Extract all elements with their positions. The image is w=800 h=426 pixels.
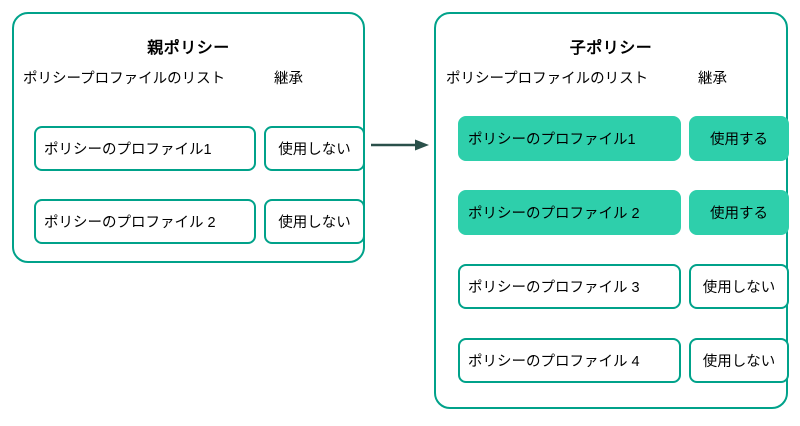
child-policy-title: 子ポリシー — [569, 40, 653, 57]
inheritance-arrow-icon — [371, 139, 429, 151]
inheritance-chip[interactable]: 使用する — [689, 190, 789, 235]
profile-chip[interactable]: ポリシーのプロファイル 2 — [458, 190, 681, 235]
table-row: ポリシーのプロファイル 2 使用しない — [14, 199, 365, 244]
column-header-inheritance: 継承 — [698, 71, 727, 87]
profile-chip[interactable]: ポリシーのプロファイル1 — [458, 116, 681, 161]
column-header-inheritance: 継承 — [274, 71, 303, 87]
inheritance-chip[interactable]: 使用しない — [264, 199, 365, 244]
table-row: ポリシーのプロファイル1 使用しない — [14, 126, 365, 171]
column-header-profile-list: ポリシープロファイルのリスト — [23, 71, 226, 87]
profile-chip[interactable]: ポリシーのプロファイル 3 — [458, 264, 681, 309]
inheritance-chip[interactable]: 使用しない — [264, 126, 365, 171]
parent-policy-title: 親ポリシー — [147, 40, 230, 57]
table-row: ポリシーのプロファイル1 使用する — [436, 116, 789, 161]
parent-column-headers: ポリシープロファイルのリスト 継承 — [14, 68, 363, 90]
inheritance-chip[interactable]: 使用しない — [689, 338, 789, 383]
child-column-headers: ポリシープロファイルのリスト 継承 — [436, 68, 786, 90]
inheritance-chip[interactable]: 使用する — [689, 116, 789, 161]
profile-chip[interactable]: ポリシーのプロファイル 2 — [34, 199, 256, 244]
profile-chip[interactable]: ポリシーのプロファイル 4 — [458, 338, 681, 383]
table-row: ポリシーのプロファイル 3 使用しない — [436, 264, 789, 309]
profile-chip[interactable]: ポリシーのプロファイル1 — [34, 126, 256, 171]
inheritance-chip[interactable]: 使用しない — [689, 264, 789, 309]
table-row: ポリシーのプロファイル 4 使用しない — [436, 338, 789, 383]
table-row: ポリシーのプロファイル 2 使用する — [436, 190, 789, 235]
parent-policy-panel: 親ポリシー ポリシープロファイルのリスト 継承 ポリシーのプロファイル1 使用し… — [12, 12, 365, 263]
column-header-profile-list: ポリシープロファイルのリスト — [446, 71, 649, 87]
child-policy-panel: 子ポリシー ポリシープロファイルのリスト 継承 ポリシーのプロファイル1 使用す… — [434, 12, 789, 409]
